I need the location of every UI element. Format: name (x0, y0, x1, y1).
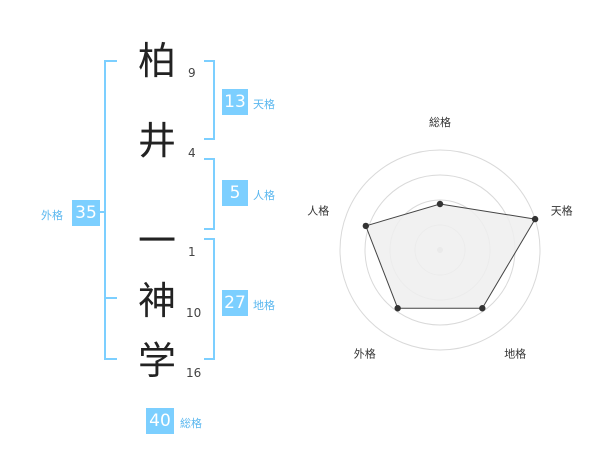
tenkaku-badge: 13 (222, 89, 248, 115)
name-char-1: 柏 (138, 39, 177, 83)
tenkaku-label: 天格 (253, 98, 275, 111)
jinkaku-label: 人格 (253, 189, 275, 202)
stroke-count-5: 16 (186, 366, 202, 380)
jinkaku-badge: 5 (222, 180, 248, 206)
soukaku-badge: 40 (146, 408, 174, 434)
radar-point-3 (479, 305, 486, 312)
radar-axis-label: 人格 (307, 203, 329, 217)
jinkaku-bracket (204, 158, 215, 230)
stroke-count-2: 4 (188, 146, 196, 160)
chikaku-label: 地格 (253, 299, 275, 312)
radar-ring (339, 149, 541, 351)
radar-point-4 (394, 305, 401, 312)
radar-point-2 (531, 215, 539, 223)
gaikaku-bracket-divider (104, 297, 117, 299)
gaikaku-bracket (104, 60, 117, 360)
radar-axis-label: 地格 (504, 347, 526, 361)
stroke-count-3: 1 (188, 245, 196, 259)
stroke-count-1: 9 (188, 66, 196, 80)
name-char-5: 学 (138, 339, 177, 383)
name-char-4: 神 (138, 279, 177, 323)
gaikaku-label: 外格 (41, 209, 63, 222)
gaikaku-badge: 35 (72, 200, 100, 226)
name-char-3: 一 (138, 219, 177, 263)
radar-axis-label: 総格 (429, 115, 451, 129)
soukaku-label: 総格 (180, 417, 202, 430)
radar-point-5 (362, 222, 370, 230)
stroke-count-4: 10 (186, 306, 202, 320)
name-char-2: 井 (138, 119, 177, 163)
chikaku-bracket (204, 238, 215, 360)
radar-series-area (365, 203, 536, 309)
chikaku-badge: 27 (222, 290, 248, 316)
tenkaku-bracket (204, 60, 215, 140)
radar-axis-label: 外格 (354, 347, 376, 361)
radar-point-1 (436, 200, 444, 208)
gaikaku-bracket-connector (97, 211, 106, 213)
radar-axis-label: 天格 (551, 203, 573, 217)
